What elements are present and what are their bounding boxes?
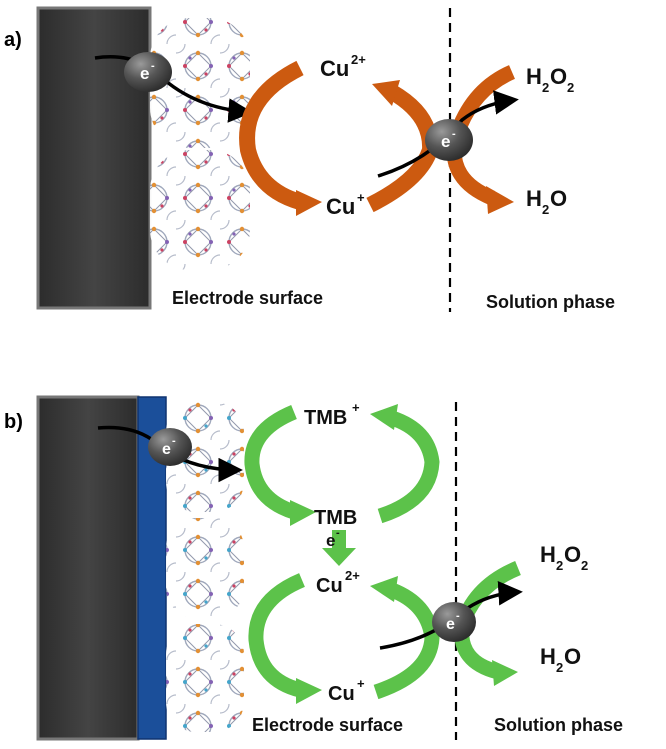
panel-a-cu1-label: Cu + [326,190,365,219]
panel-b-cu-cycle-arrows [248,573,440,704]
panel-b-label: b) [4,411,23,433]
panel-b-electron-2-sup: - [456,610,460,622]
panel-a-electron-2-text: e [441,132,450,151]
panel-b-electron-1-text: e [162,441,171,458]
panel-b-electrode [36,395,140,741]
panel-b-tmb-reduction-arrow [244,405,298,520]
svg-text:2: 2 [556,558,563,573]
panel-b-solution-label: Solution phase [494,715,623,735]
svg-text:O: O [564,644,581,669]
svg-text:2: 2 [581,558,588,573]
svg-text:2+: 2+ [351,52,366,67]
svg-text:2: 2 [542,80,549,95]
svg-text:2+: 2+ [345,568,360,583]
panel-a-label: a) [4,29,22,51]
panel-a-electron-ball-1: e - [124,52,172,92]
svg-text:Cu: Cu [316,575,343,597]
panel-b-tmb-label: TMB [314,507,357,529]
svg-text:+: + [357,676,365,691]
panel-a: a) e - Cu 2+ Cu + [4,6,615,312]
panel-b-cu-reduction-arrow [248,573,306,698]
panel-b-tmbp-label: TMB + [304,400,360,429]
svg-text:2: 2 [567,80,574,95]
panel-a-electrode [36,6,152,310]
panel-b-transfer-arrow: e - [322,527,356,566]
panel-b-electron-ball-2: e - [432,602,476,642]
panel-b-cu2-label: Cu 2+ [316,568,360,597]
svg-text:+: + [357,190,365,205]
panel-a-mof-layer [150,18,250,270]
svg-text:H: H [526,186,542,211]
panel-a-electron-2-sup: - [452,128,456,140]
panel-b-electrode-label: Electrode surface [252,715,403,735]
panel-b: b) e - TMB + TMB [4,395,623,741]
panel-a-solution-label: Solution phase [486,292,615,312]
svg-text:Cu: Cu [320,56,349,81]
svg-text:+: + [352,400,360,415]
svg-text:H: H [540,542,556,567]
svg-text:H: H [526,64,542,89]
panel-b-tmb-oxidation-arrow [377,410,440,524]
panel-a-electron-ball-2: e - [425,119,473,161]
panel-a-h2o2-head [486,186,514,214]
svg-text:TMB: TMB [304,407,347,429]
panel-b-electron-1-sup: - [172,435,176,447]
panel-a-h2o2-label: H 2 O 2 [526,64,574,95]
svg-text:Cu: Cu [328,683,355,705]
panel-b-h2o2-label: H 2 O 2 [540,542,588,573]
svg-text:O: O [550,186,567,211]
svg-text:O: O [550,64,567,89]
panel-b-tmb-oxidation-head [370,404,398,430]
panel-a-cu-reduction-head [296,190,322,216]
panel-a-cu2-label: Cu 2+ [320,52,366,81]
panel-b-cu-oxidation-arrow [373,583,440,700]
panel-b-cu-reduction-head [296,678,322,704]
panel-a-cu-reduction-arrow [239,60,304,210]
panel-b-h2o-label: H 2 O [540,644,581,675]
panel-b-cu1-label: Cu + [328,676,365,705]
panel-a-electrode-label: Electrode surface [172,288,323,308]
svg-text:2: 2 [556,660,563,675]
panel-b-electron-2-text: e [446,616,455,633]
panel-b-tmb-cycle-arrows [244,404,440,526]
svg-text:Cu: Cu [326,194,355,219]
panel-b-mof-layer [166,402,244,732]
panel-b-h2o2-head [492,660,518,686]
svg-text:H: H [540,644,556,669]
panel-a-electron-1-sup: - [151,60,155,72]
svg-text:O: O [564,542,581,567]
panel-b-tmb-reduction-head [290,500,316,526]
panel-b-electron-ball-1: e - [148,428,192,466]
panel-a-electron-1-text: e [140,64,149,83]
panel-b-transfer-e-sup: - [336,527,340,539]
panel-a-h2o-label: H 2 O [526,186,567,217]
panel-a-cu-oxidation-arrow [366,85,439,213]
svg-text:2: 2 [542,202,549,217]
panel-b-transfer-e: e [326,531,335,550]
panel-b-cu-oxidation-head [370,576,398,602]
panel-a-cu-oxidation-head [372,80,400,106]
